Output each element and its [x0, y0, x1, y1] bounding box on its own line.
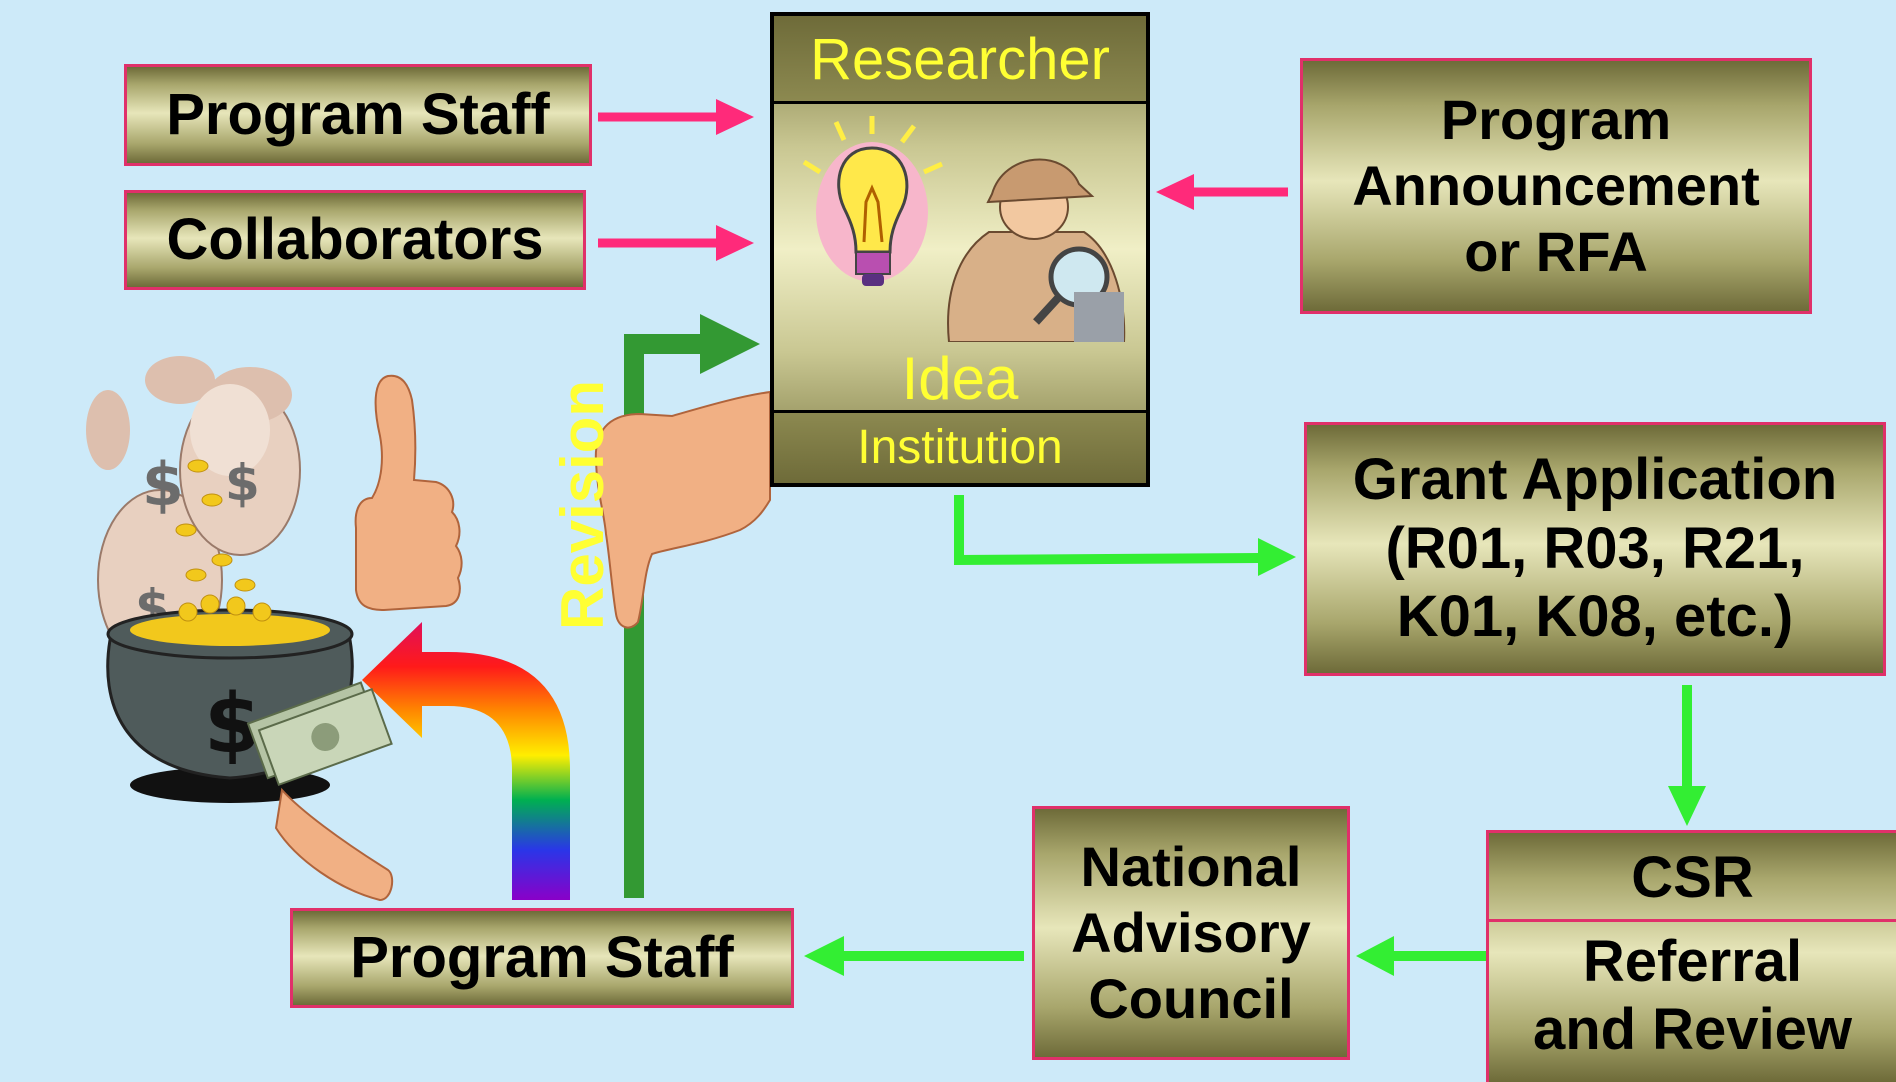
national-advisory-council-box: National Advisory Council — [1032, 806, 1350, 1060]
council-line-3: Council — [1088, 967, 1294, 1031]
detective-icon — [947, 158, 1126, 342]
researcher-title: Researcher — [774, 16, 1146, 104]
revision-label: Revision — [549, 379, 616, 630]
program-staff-bottom-box: Program Staff — [290, 908, 794, 1008]
grant-line-3: K01, K08, etc.) — [1396, 584, 1794, 650]
svg-text:$: $ — [225, 454, 260, 512]
arrow-funding-rainbow — [362, 622, 570, 900]
svg-text:$: $ — [142, 450, 184, 520]
arrow-csr-to-council — [1356, 936, 1488, 976]
grant-line-2: (R01, R03, R21, — [1385, 515, 1805, 581]
csr-body-line-1: Referral — [1582, 929, 1803, 994]
announcement-line-2: Announcement — [1352, 153, 1760, 217]
idea-illustration — [802, 116, 1126, 342]
csr-title: CSR — [1489, 833, 1896, 922]
arrow-revision — [624, 314, 760, 898]
grant-line-1: Grant Application — [1352, 447, 1838, 513]
arrow-program-staff-to-researcher — [598, 99, 754, 135]
money-bags-and-pot-icon: $ $ $ $ — [86, 356, 394, 902]
announcement-line-1: Program — [1440, 87, 1672, 151]
light-bulb-icon — [802, 116, 944, 286]
program-staff-top-box: Program Staff — [124, 64, 592, 166]
council-line-1: National — [1080, 834, 1302, 898]
arrow-council-to-program-staff — [804, 936, 1024, 976]
announcement-line-3: or RFA — [1464, 220, 1648, 284]
csr-body-line-2: and Review — [1532, 997, 1853, 1063]
idea-label: Idea — [901, 345, 1019, 412]
grant-application-box: Grant Application (R01, R03, R21, K01, K… — [1304, 422, 1886, 676]
arrow-announcement-to-researcher — [1156, 174, 1288, 210]
csr-box: CSR Referral and Review — [1486, 830, 1896, 1082]
program-staff-bottom-label: Program Staff — [350, 924, 734, 990]
arrow-institution-to-grant — [954, 495, 1296, 576]
arrow-collaborators-to-researcher — [598, 225, 754, 261]
institution-label: Institution — [774, 410, 1146, 483]
thumbs-up-hand-icon — [354, 374, 463, 612]
collaborators-label: Collaborators — [166, 206, 544, 272]
researcher-box: Researcher — [770, 12, 1150, 487]
thumbs-down-hand-icon — [594, 390, 771, 629]
council-line-2: Advisory — [1071, 900, 1311, 964]
arrow-grant-to-csr — [1668, 685, 1706, 826]
program-staff-top-label: Program Staff — [166, 81, 550, 147]
program-announcement-box: Program Announcement or RFA — [1300, 58, 1812, 314]
collaborators-box: Collaborators — [124, 190, 586, 290]
idea-section: Idea — [774, 106, 1146, 422]
